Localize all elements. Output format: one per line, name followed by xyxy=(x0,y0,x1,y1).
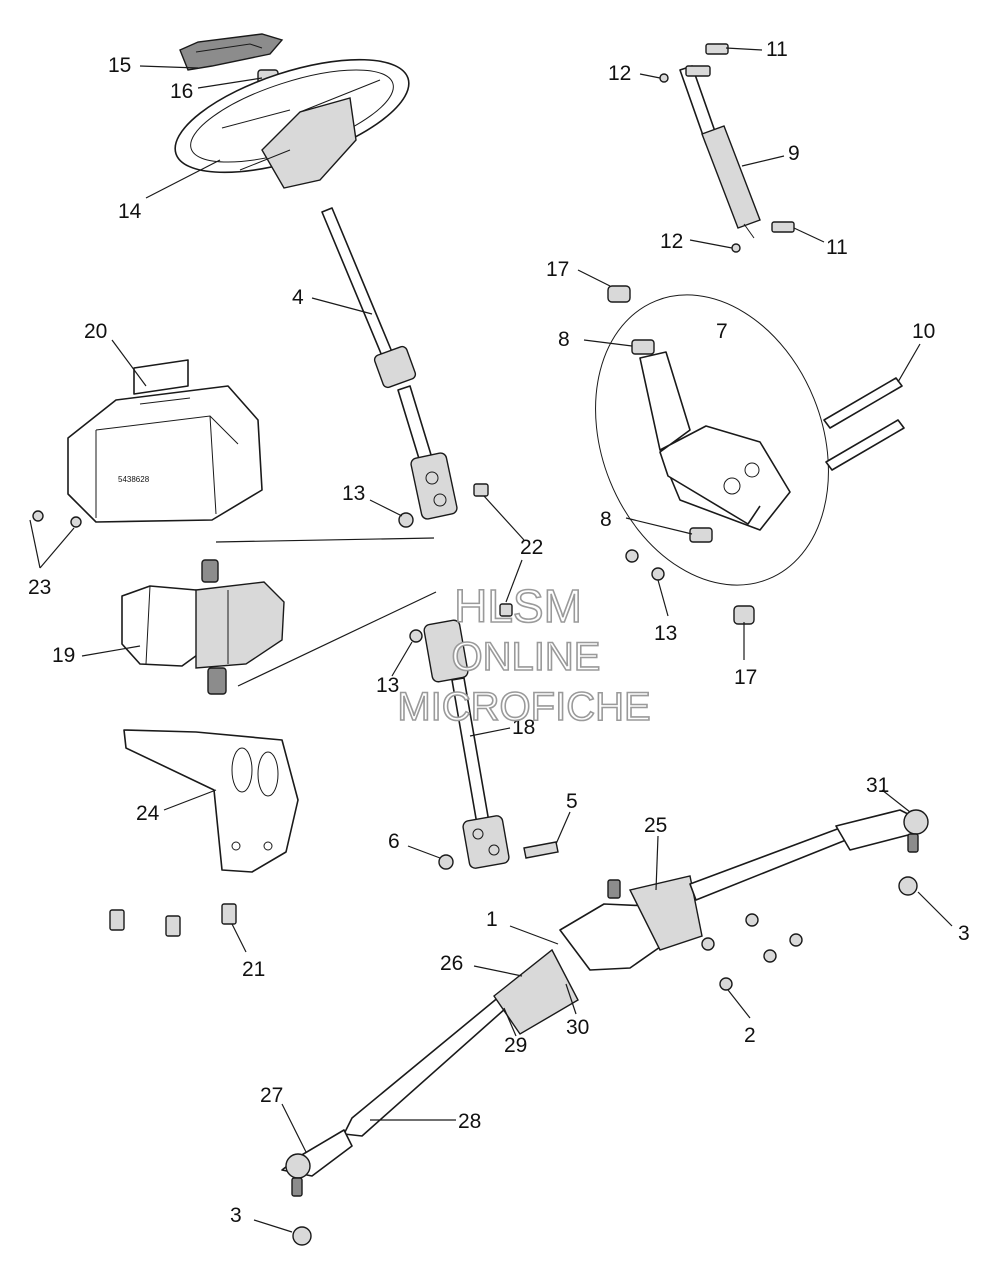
mounting-bracket xyxy=(123,729,299,873)
callout-9: 9 xyxy=(788,142,800,165)
pivot-bolts xyxy=(823,377,905,471)
callout-25: 25 xyxy=(644,814,667,837)
callout-22: 22 xyxy=(520,536,543,559)
callout-13: 13 xyxy=(654,622,677,645)
callout-12: 12 xyxy=(608,62,631,85)
callout-1: 1 xyxy=(486,908,498,931)
callout-11: 11 xyxy=(766,38,788,61)
leader-lines xyxy=(29,47,953,1233)
shaft-fasteners xyxy=(398,483,513,643)
gas-strut xyxy=(659,43,795,253)
callout-14: 14 xyxy=(118,200,142,223)
callout-12: 12 xyxy=(660,230,683,253)
callout-10: 10 xyxy=(912,320,935,343)
callout-17: 17 xyxy=(546,258,569,281)
callout-16: 16 xyxy=(170,80,193,103)
tilt-bracket-assembly xyxy=(595,285,829,625)
watermark: HLSM ONLINE MICROFICHE xyxy=(397,579,652,730)
callout-24: 24 xyxy=(136,802,160,825)
steering-wheel-cap xyxy=(179,33,284,71)
cover-clips xyxy=(32,510,82,528)
callout-29: 29 xyxy=(504,1034,527,1057)
callout-3: 3 xyxy=(230,1204,242,1227)
callout-2: 2 xyxy=(744,1024,756,1047)
callout-4: 4 xyxy=(292,286,304,309)
callout-18: 18 xyxy=(512,716,535,739)
callout-6: 6 xyxy=(388,830,400,853)
callout-labels: 15 16 14 4 20 23 13 22 19 13 18 24 5 6 2… xyxy=(28,38,970,1227)
callout-21: 21 xyxy=(242,958,265,981)
callout-7: 7 xyxy=(716,320,728,343)
rack-hardware xyxy=(292,876,918,1246)
callout-15: 15 xyxy=(108,54,131,77)
callout-13: 13 xyxy=(342,482,365,505)
callout-13: 13 xyxy=(376,674,399,697)
callout-8: 8 xyxy=(558,328,570,351)
group-divider-line xyxy=(215,537,435,543)
callout-3: 3 xyxy=(958,922,970,945)
callout-17: 17 xyxy=(734,666,757,689)
watermark-line-3: MICROFICHE xyxy=(397,685,650,729)
callout-28: 28 xyxy=(458,1110,481,1133)
callout-23: 23 xyxy=(28,576,51,599)
cover-housing: 5438628 xyxy=(67,359,263,523)
callout-5: 5 xyxy=(566,790,578,813)
callout-11: 11 xyxy=(826,236,848,259)
callout-26: 26 xyxy=(440,952,463,975)
lower-intermediate-shaft xyxy=(423,619,510,869)
upper-steering-shaft xyxy=(321,207,458,520)
shaft-pinch-bolt-and-nut xyxy=(438,841,559,870)
steering-wheel xyxy=(174,58,410,189)
callout-31: 31 xyxy=(866,774,889,797)
group-divider-line xyxy=(237,591,437,687)
callout-20: 20 xyxy=(84,320,107,343)
callout-8: 8 xyxy=(600,508,612,531)
callout-27: 27 xyxy=(260,1084,283,1107)
callout-19: 19 xyxy=(52,644,75,667)
callout-30: 30 xyxy=(566,1016,589,1039)
part-stamp: 5438628 xyxy=(118,475,150,484)
eps-motor-assembly xyxy=(121,559,285,695)
watermark-line-2: ONLINE xyxy=(452,635,601,679)
watermark-line-1: HLSM xyxy=(454,580,582,632)
bracket-bolts xyxy=(109,903,237,937)
steering-rack-assembly xyxy=(281,809,929,1197)
